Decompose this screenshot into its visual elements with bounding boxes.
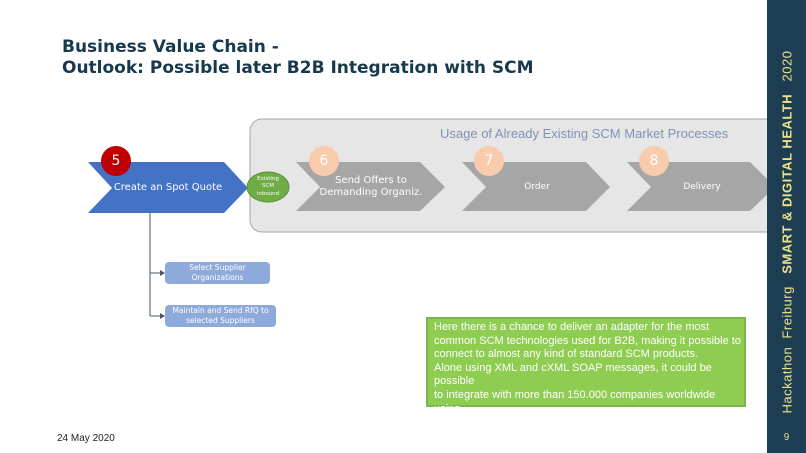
step-6-number: 6: [319, 153, 329, 169]
page-number: 9: [783, 432, 790, 443]
step-6-chevron[interactable]: [296, 162, 445, 211]
connector-lines: [149, 213, 163, 317]
page-title: Business Value Chain - Outlook: Possible…: [62, 37, 534, 78]
step-6-badge: [309, 146, 339, 176]
inbound-ellipse[interactable]: [246, 171, 290, 203]
note-box: Here there is a chance to deliver an ada…: [426, 317, 746, 428]
step-7-label: Order: [524, 181, 550, 192]
step-5-badge: [101, 146, 131, 176]
step-5-chevron[interactable]: [88, 162, 248, 213]
step-7-chevron[interactable]: [462, 162, 610, 211]
substep-select-suppliers[interactable]: Select Supplier Organizations: [165, 262, 270, 284]
step-7-number: 7: [484, 153, 494, 169]
inbound-label: Existing SCM inbound: [256, 175, 280, 197]
group-label: Usage of Already Existing SCM Market Pro…: [440, 126, 729, 141]
sidebar-banner: Hackathon Freiburg SMART & DIGITAL HEALT…: [767, 0, 806, 453]
step-8-label: Delivery: [683, 181, 721, 192]
step-8-chevron[interactable]: [627, 162, 775, 211]
event-name: Hackathon Freiburg SMART & DIGITAL HEALT…: [779, 50, 794, 414]
arrow-head: [160, 270, 165, 276]
step-8-badge: [639, 146, 669, 176]
arrow-head: [160, 313, 165, 319]
step-5-label: Create an Spot Quote: [113, 181, 223, 193]
step-8-number: 8: [649, 153, 659, 169]
step-6-label: Send Offers to Demanding Organiz.: [319, 174, 423, 198]
step-7-badge: [474, 146, 504, 176]
step-5-number: 5: [111, 153, 121, 169]
substep-send-rfq[interactable]: Maintain and Send RfQ to selected Suppli…: [165, 305, 276, 327]
footer-date: 24 May 2020: [57, 433, 115, 444]
